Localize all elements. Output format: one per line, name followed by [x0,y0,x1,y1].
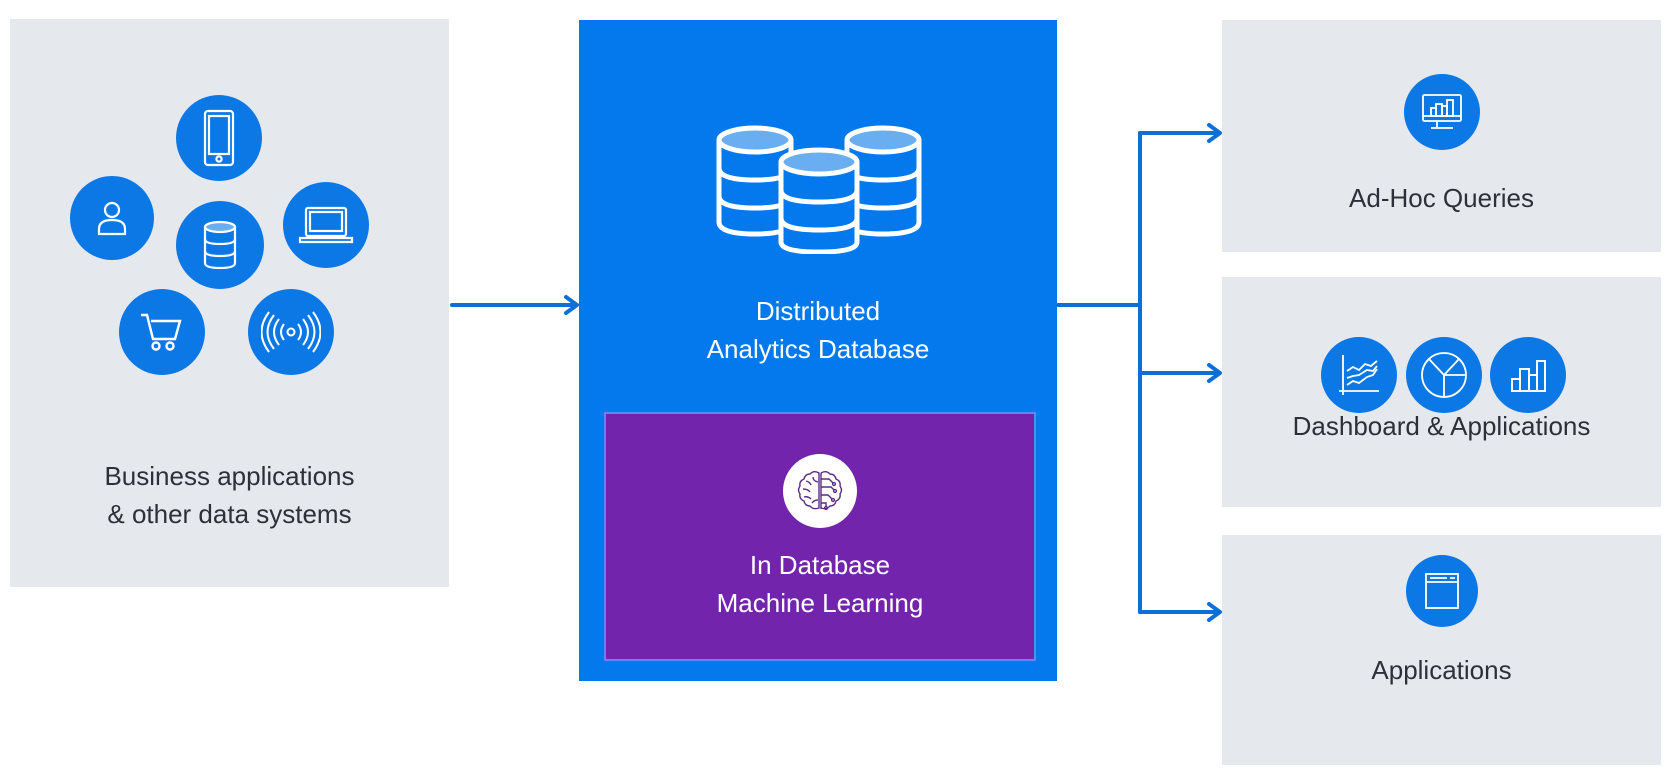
arrowhead [1207,602,1222,622]
pie-chart-icon [1406,337,1482,413]
arrowhead [564,295,579,315]
arrowhead [1207,123,1222,143]
output-label: Ad-Hoc Queries [1349,183,1534,213]
monitor-bar-chart-icon [1404,74,1480,150]
shopping-cart-icon [119,289,205,375]
machine-learning-panel: In Database Machine Learning [604,412,1036,661]
sources-label-line1: Business applications [104,461,355,491]
app-window-icon [1406,555,1478,627]
user-icon [70,176,154,260]
ml-label-line2: Machine Learning [716,588,924,618]
output-ad-hoc-queries: Ad-Hoc Queries [1222,20,1661,252]
database-icon [176,201,264,289]
sources-label-line2: & other data systems [107,499,352,529]
analytics-database-panel: Distributed Analytics Database In Databa… [579,20,1057,681]
ml-label-line1: In Database [749,550,891,580]
output-dashboard-applications: Dashboard & Applications [1222,277,1661,507]
output-applications: Applications [1222,535,1661,765]
database-cluster-icon [715,124,925,259]
core-label-line2: Analytics Database [706,334,930,364]
arrowhead [1207,363,1222,383]
line-chart-icon [1321,337,1397,413]
smartphone-icon [176,95,262,181]
laptop-icon [283,182,369,268]
core-label-line1: Distributed [755,296,881,326]
output-label: Dashboard & Applications [1292,411,1591,441]
bar-chart-icon [1490,337,1566,413]
brain-circuit-icon [783,454,857,528]
wireless-signal-icon [248,289,334,375]
output-label: Applications [1371,655,1512,685]
sources-panel: Business applications & other data syste… [10,19,449,587]
